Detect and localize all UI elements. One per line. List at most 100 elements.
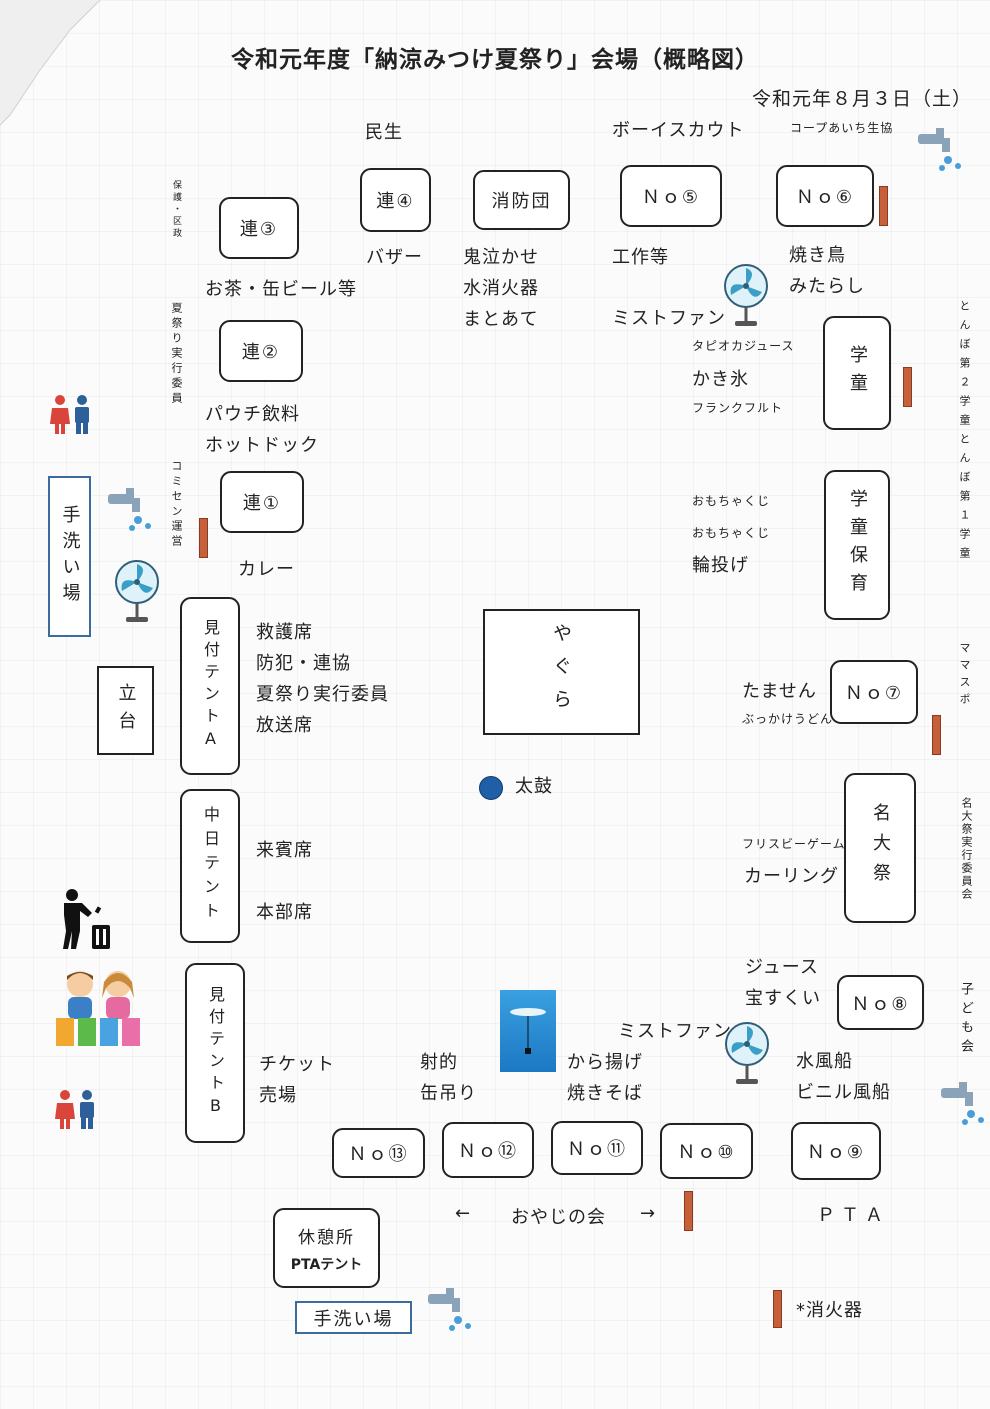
label-pta: ＰＴＡ — [817, 1205, 889, 1226]
vlabel-kodomo: 子ども会 — [958, 982, 973, 1058]
booth-gakudo-hoiku: 学童保育 — [824, 470, 890, 620]
item-curling: カーリング — [744, 866, 839, 887]
legend-extinguisher-label: *消火器 — [796, 1300, 863, 1321]
recycling-kids-icon — [56, 971, 140, 1046]
faucet-icon — [108, 488, 151, 531]
item-ocha: お茶・缶ビール等 — [205, 279, 357, 300]
item-matoate: まとあて — [463, 309, 539, 330]
item-ticket: チケット — [259, 1054, 335, 1075]
item-karaage: から揚げ — [567, 1052, 643, 1073]
item-kosaku: 工作等 — [612, 247, 669, 268]
tachidai: 立台 — [97, 666, 154, 755]
shooting-gallery-picture-icon — [500, 990, 556, 1072]
item-kyugo: 救護席 — [256, 622, 313, 643]
label-minsei: 民生 — [365, 122, 403, 143]
handwash-area-bottom: 手洗い場 — [295, 1301, 412, 1334]
faucet-icon — [428, 1288, 471, 1331]
event-date: 令和元年８月３日（土） — [752, 88, 973, 110]
restroom-icon — [50, 395, 89, 434]
item-taiko: 太鼓 — [515, 776, 553, 797]
booth-ren2: 連② — [219, 320, 303, 382]
booth-ren4: 連④ — [360, 168, 431, 232]
label-coop: コープあいち生協 — [790, 121, 894, 135]
item-natsumatsuri-iin: 夏祭り実行委員 — [256, 684, 389, 705]
booth-no10: Ｎｏ⑩ — [660, 1123, 753, 1179]
item-tapioca: タピオカジュース — [692, 339, 795, 353]
item-mitarashi: みたらし — [789, 276, 865, 297]
booth-no8: Ｎｏ⑧ — [837, 975, 924, 1030]
trash-disposal-icon — [63, 889, 110, 949]
vlabel-hoken: 保護・区政 — [171, 180, 181, 240]
extinguisher-icon — [932, 715, 941, 755]
item-takarasukui: 宝すくい — [745, 988, 821, 1009]
tent-a: 見付テントA — [180, 597, 240, 775]
tent-chunichi: 中日テント — [180, 789, 240, 943]
booth-no5: Ｎｏ⑤ — [620, 165, 722, 227]
booth-ren3: 連③ — [219, 197, 299, 259]
item-mistfan-top: ミストファン — [612, 308, 726, 329]
vlabel-komisen: コミセン運営 — [170, 460, 183, 550]
restroom-icon — [55, 1090, 94, 1129]
yagura: やぐら — [483, 609, 640, 735]
item-bazaar: バザー — [366, 247, 423, 268]
handwash-area-left: 手洗い場 — [48, 476, 91, 637]
faucet-icon — [941, 1082, 984, 1125]
fan-icon — [115, 560, 159, 622]
booth-meidaisai: 名大祭 — [844, 773, 916, 923]
booth-shobodan: 消防団 — [473, 170, 570, 230]
booth-no13: Ｎｏ⑬ — [332, 1128, 425, 1178]
item-omochakuji-1: おもちゃくじ — [692, 494, 771, 508]
item-curry: カレー — [238, 559, 295, 580]
fan-icon — [725, 1022, 769, 1084]
item-uriba: 売場 — [259, 1085, 297, 1106]
item-mistfan-bottom: ミストファン — [618, 1021, 732, 1042]
item-hoso: 放送席 — [256, 715, 313, 736]
item-vinyl: ビニル風船 — [796, 1082, 891, 1103]
vlabel-meidaisai-iin: 名大祭実行委員会 — [960, 797, 973, 901]
item-kakigori: かき氷 — [692, 369, 749, 390]
item-shateki: 射的 — [420, 1052, 458, 1073]
item-yakisoba: 焼きそば — [567, 1083, 643, 1104]
tent-b: 見付テントB — [185, 963, 245, 1143]
item-wanage: 輪投げ — [692, 555, 749, 576]
booth-no6: Ｎｏ⑥ — [776, 165, 874, 227]
faucet-icon — [918, 128, 961, 171]
item-bukkake: ぶっかけうどん — [742, 712, 834, 726]
rest-area-label: 休憩所 — [298, 1227, 355, 1248]
label-oyaji: おやじの会 — [511, 1207, 606, 1228]
taiko-drum-icon — [479, 776, 503, 800]
booth-no7: Ｎｏ⑦ — [830, 660, 918, 724]
item-frisbee: フリスビーゲーム — [742, 837, 846, 851]
booth-no9: Ｎｏ⑨ — [791, 1122, 881, 1180]
vlabel-mamasupo: ママスポ — [958, 642, 971, 710]
extinguisher-icon — [199, 518, 208, 558]
item-omochakuji-2: おもちゃくじ — [692, 526, 771, 540]
extinguisher-icon — [879, 186, 888, 226]
item-mizufusen: 水風船 — [796, 1051, 853, 1072]
booth-ren1: 連① — [220, 471, 304, 533]
extinguisher-icon — [684, 1191, 693, 1231]
item-raihin: 来賓席 — [256, 840, 313, 861]
rest-area: 休憩所 PTAテント — [273, 1208, 380, 1288]
extinguisher-icon — [903, 367, 912, 407]
fan-icon — [724, 264, 768, 326]
item-onaki: 鬼泣かせ — [463, 247, 539, 268]
item-kantsuri: 缶吊り — [420, 1083, 477, 1104]
arrow-right: → — [640, 1203, 657, 1224]
arrow-left: ← — [455, 1203, 472, 1224]
item-bohan: 防犯・連協 — [256, 653, 351, 674]
page-title: 令和元年度「納涼みつけ夏祭り」会場（概略図） — [231, 47, 759, 73]
item-yakitori: 焼き鳥 — [789, 245, 846, 266]
item-pouch: パウチ飲料 — [205, 404, 300, 425]
item-honbu: 本部席 — [256, 902, 313, 923]
booth-no11: Ｎｏ⑪ — [551, 1121, 643, 1175]
vlabel-tonbo: とんぼ第２学童とんぼ第１学童 — [958, 300, 971, 566]
legend-extinguisher-icon — [773, 1290, 782, 1328]
torn-corner-decoration — [0, 0, 101, 126]
item-juice: ジュース — [745, 957, 819, 978]
item-hotdog: ホットドック — [205, 435, 319, 456]
pta-tent-label: PTAテント — [290, 1256, 363, 1273]
item-frank: フランクフルト — [692, 401, 784, 415]
item-tamasen: たません — [742, 681, 817, 702]
vlabel-natsumatsuri: 夏祭り実行委員 — [170, 302, 183, 407]
